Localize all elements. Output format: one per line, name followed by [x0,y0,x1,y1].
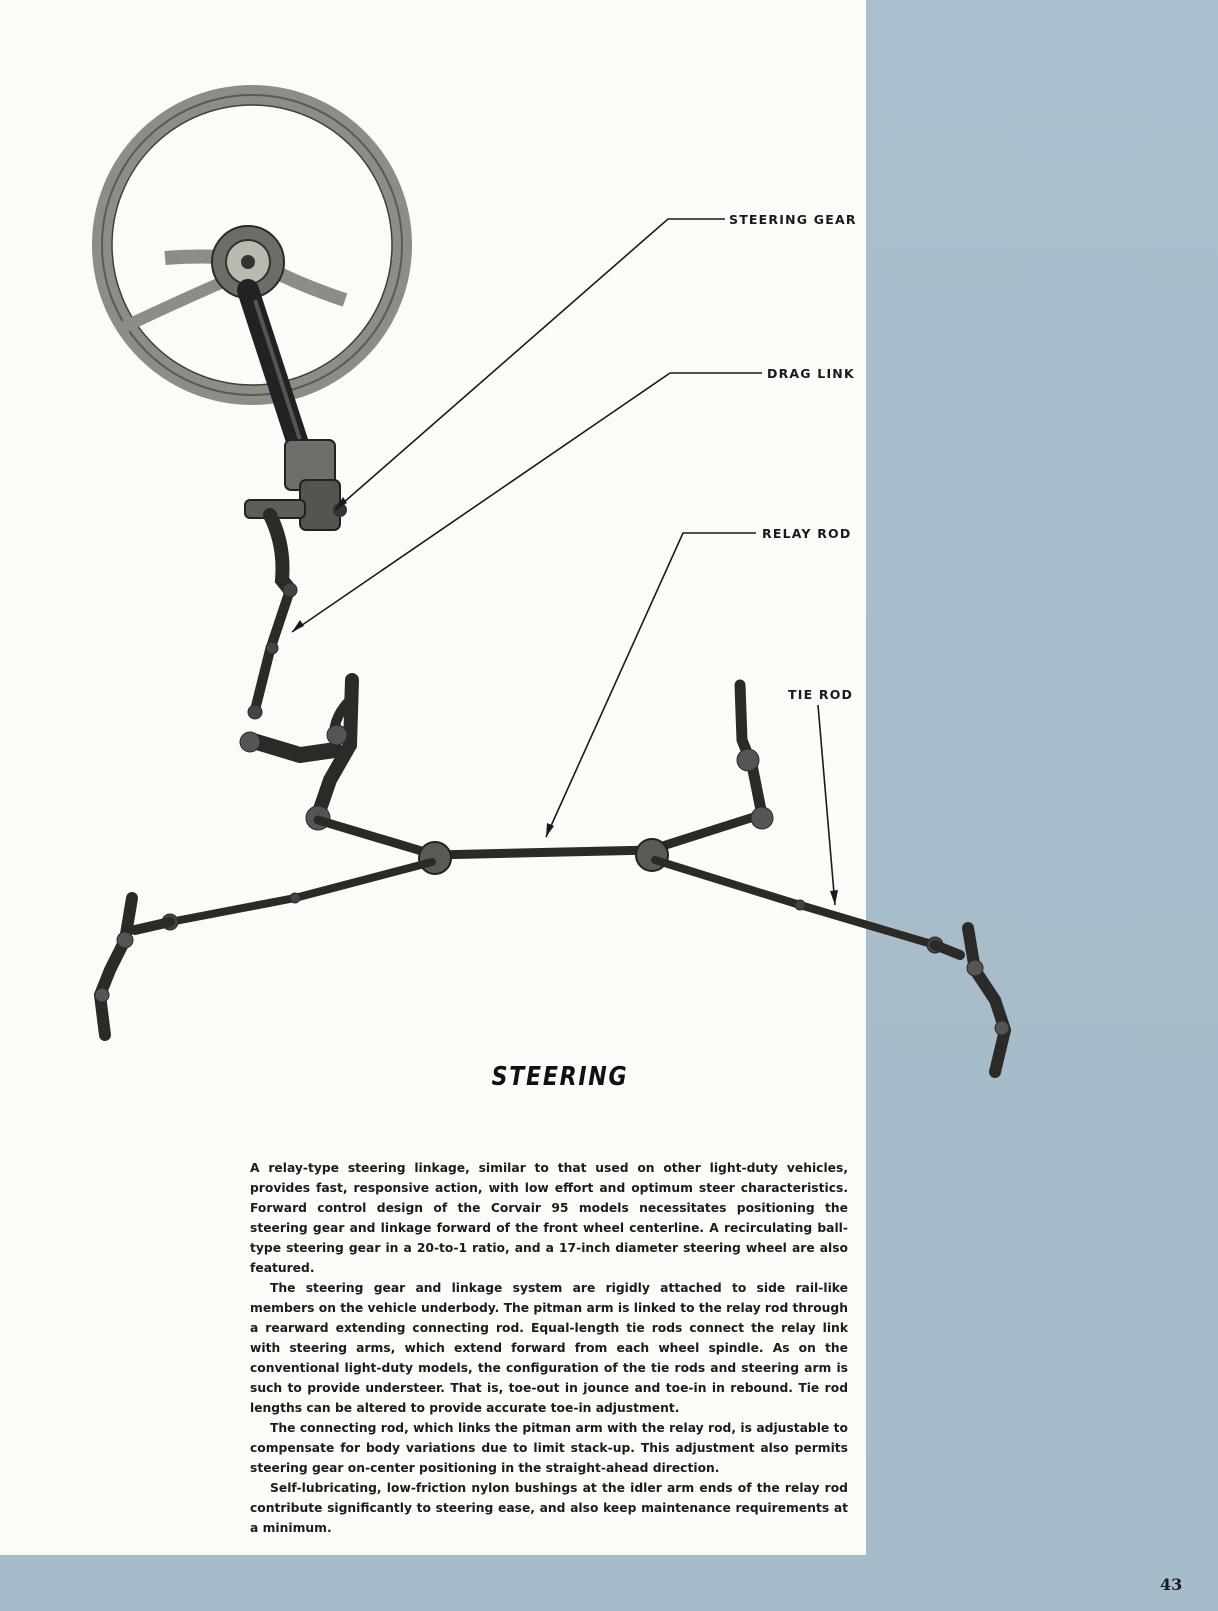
paragraph: The steering gear and linkage system are… [250,1281,848,1415]
pitman-arm-and-drag-link [247,508,298,720]
callout-steering-gear: STEERING GEAR [729,212,857,227]
blue-side-panel [866,0,1218,1555]
right-steering-knuckle [930,922,1012,1078]
paragraph: The connecting rod, which links the pitm… [250,1421,848,1475]
callout-leader-lines [291,218,836,906]
paragraph: Self-lubricating, low-friction nylon bus… [250,1481,848,1535]
left-tie-rod [161,858,436,931]
paragraph: A relay-type steering linkage, similar t… [250,1161,848,1275]
section-title: STEERING [491,1062,629,1092]
callout-tie-rod: TIE ROD [788,687,854,702]
blue-bottom-band [0,1555,1218,1611]
callout-drag-link: DRAG LINK [767,366,855,381]
left-steering-knuckle [93,892,175,1041]
right-idler-arm [734,679,774,830]
relay-rod [313,810,765,875]
steering-gear-box [244,439,347,531]
page-number: 43 [1160,1575,1183,1594]
callout-arrowheads [292,497,838,905]
page-paper [0,0,866,1555]
callout-relay-rod: RELAY ROD [762,526,852,541]
right-tie-rod [651,856,944,954]
steering-wheel [92,85,412,405]
steering-column [237,279,311,461]
body-text: A relay-type steering linkage, similar t… [250,1158,848,1538]
